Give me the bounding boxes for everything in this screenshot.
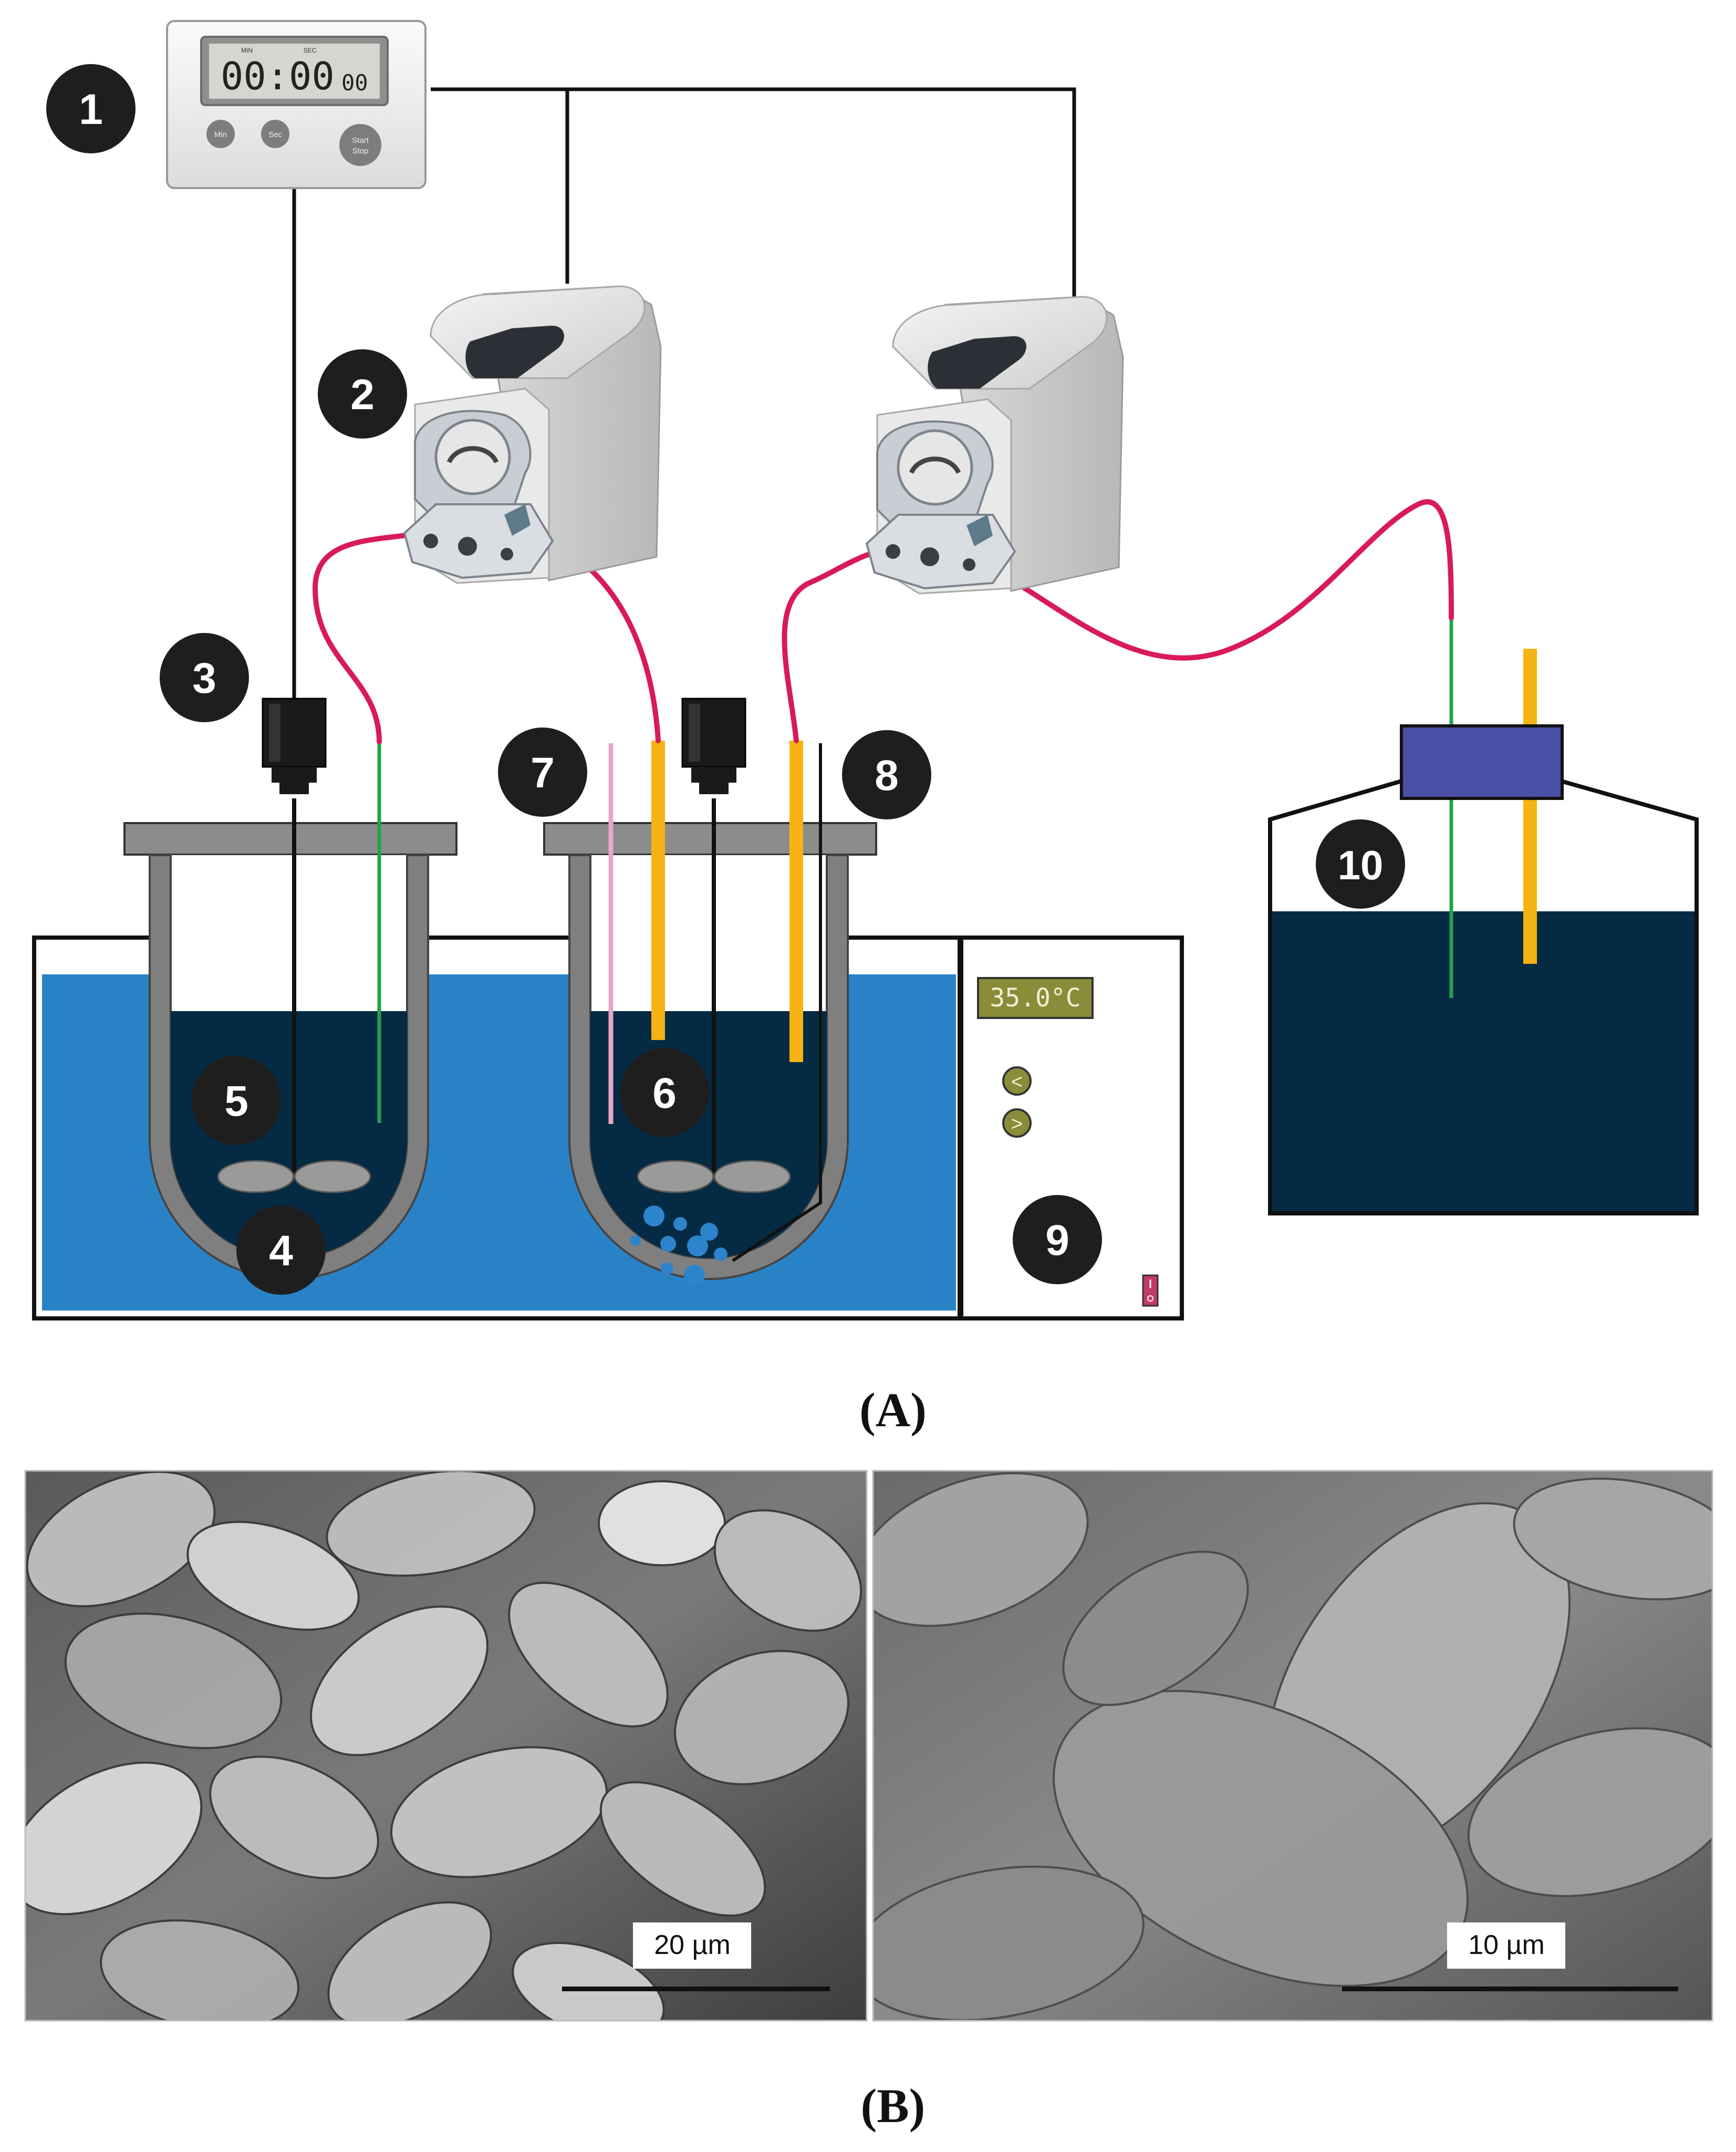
marker-2: 2 (318, 349, 407, 439)
probe-orange-b (789, 741, 803, 1062)
timer-start-label: Start (352, 136, 369, 145)
marker-5: 5 (192, 1056, 281, 1145)
reservoir-orange-probe (1523, 649, 1537, 964)
reactor-left-lid (123, 822, 458, 856)
peristaltic-pump-1 (403, 285, 662, 584)
timer-readout: 00:00 (221, 54, 335, 98)
stirrer-motor-right (681, 698, 746, 794)
component-markers: 1 2 3 4 5 6 7 8 9 10 (46, 64, 1405, 1295)
temp-up-icon: > (1011, 1113, 1023, 1135)
peristaltic-pump-2 (865, 296, 1124, 595)
marker-3: 3 (160, 633, 249, 722)
timer-display (209, 44, 380, 99)
impeller-blade-left (217, 1160, 295, 1193)
timer: MIN SEC 00:00 00 Min Sec Start Stop (166, 20, 427, 189)
timer-min-button-label: Min (214, 130, 227, 139)
svg-text:2: 2 (350, 371, 375, 419)
probe-orange-a (651, 741, 665, 1040)
pump-1-screen (465, 326, 564, 378)
panel-b-caption: (B) (861, 2079, 926, 2133)
scale-label-right: 10 µm (1468, 1930, 1545, 1960)
svg-text:5: 5 (224, 1077, 248, 1125)
scale-label-box-right (1447, 1922, 1565, 1969)
temp-up-button[interactable] (1002, 1108, 1032, 1138)
svg-text:9: 9 (1045, 1217, 1069, 1264)
impeller-blade-right (713, 1160, 791, 1193)
marker-4: 4 (236, 1205, 326, 1295)
reservoir (1268, 618, 1699, 1215)
pump-2-head (865, 420, 1016, 590)
marker-8: 8 (842, 730, 931, 819)
marker-6: 6 (620, 1048, 709, 1137)
reactor-right-lid (543, 822, 877, 856)
timer-sec-label: SEC (304, 47, 317, 54)
svg-text:8: 8 (875, 752, 899, 799)
svg-text:4: 4 (269, 1227, 293, 1275)
pump-2-screen (928, 336, 1026, 389)
reservoir-liquid (1272, 911, 1695, 1211)
impeller-blade-left (637, 1160, 714, 1193)
impeller-blade-right (294, 1160, 371, 1193)
svg-text:6: 6 (652, 1069, 677, 1117)
panel-a: 35.0°C < > (32, 20, 1699, 1437)
svg-text:3: 3 (192, 654, 216, 702)
temperature-display (977, 977, 1094, 1019)
timer-stop-label: Stop (352, 147, 369, 155)
control-wires (292, 87, 1076, 714)
svg-text:1: 1 (79, 86, 103, 133)
gas-sparger-line (732, 743, 822, 1262)
svg-text:7: 7 (531, 749, 555, 797)
reservoir-cap (1400, 724, 1564, 800)
timer-min-button[interactable] (206, 120, 235, 148)
panel-b: 20 µm 10 µm (B) (24, 1470, 1713, 2133)
marker-9: 9 (1013, 1195, 1102, 1284)
marker-1: 1 (46, 64, 136, 153)
panel-a-caption: (A) (859, 1383, 927, 1437)
stirrer-motor-left (262, 698, 327, 794)
pump-tubing (312, 499, 1454, 744)
gas-bubbles (630, 1205, 727, 1286)
scale-bar-right (1342, 1987, 1678, 1991)
pump-1-head (403, 410, 554, 579)
scale-label-left: 20 µm (654, 1930, 731, 1960)
timer-min-label: MIN (241, 47, 253, 54)
sem-image-left: 20 µm (25, 1471, 867, 2021)
marker-7: 7 (498, 727, 587, 817)
reactor-right (543, 698, 877, 1286)
temp-down-button[interactable] (1002, 1066, 1032, 1096)
svg-text:10: 10 (1338, 842, 1384, 888)
reactor-left (123, 698, 458, 1280)
temperature-readout: 35.0°C (990, 983, 1080, 1013)
scale-bar-left (562, 1987, 830, 1991)
timer-readout-hundredths: 00 (341, 70, 368, 96)
timer-start-stop-button[interactable] (339, 124, 381, 166)
sem-image-right: 10 µm (873, 1471, 1712, 2021)
marker-10: 10 (1316, 819, 1405, 909)
temp-down-icon: < (1011, 1071, 1023, 1093)
timer-sec-button[interactable] (261, 120, 289, 148)
timer-sec-button-label: Sec (268, 130, 282, 139)
scale-label-box-left (633, 1922, 751, 1969)
